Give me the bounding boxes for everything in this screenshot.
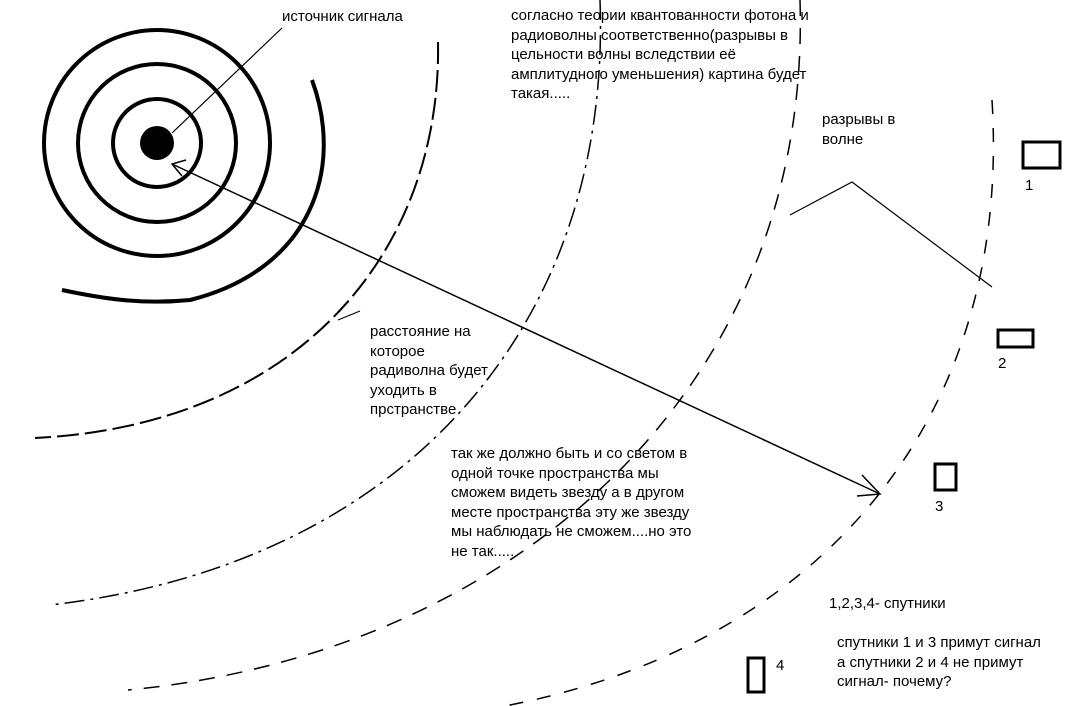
wave-arc-spiral bbox=[61, 79, 326, 304]
satellite-3-icon bbox=[933, 462, 958, 492]
wave-arc-dashed-1 bbox=[34, 41, 440, 439]
satellite-2-icon bbox=[996, 328, 1035, 349]
gap-pointer-lines bbox=[789, 181, 993, 288]
wave-ring-2 bbox=[76, 62, 238, 224]
wave-ring-3 bbox=[42, 28, 272, 258]
theory-note: согласно теории квантованности фотона и … bbox=[511, 7, 809, 102]
satellite-4-icon bbox=[746, 656, 766, 694]
satellites-legend: 1,2,3,4- спутники bbox=[829, 595, 946, 612]
distance-pointer-line bbox=[337, 310, 361, 321]
satellite-1-icon bbox=[1021, 140, 1062, 170]
distance-label: расстояние на которое радиволна будет ух… bbox=[370, 323, 488, 418]
wave-arc-dashed-2 bbox=[49, 0, 602, 606]
source-label: источник сигнала bbox=[282, 8, 403, 25]
satellite-2-label: 2 bbox=[998, 355, 1007, 372]
question-note: спутники 1 и 3 примут сигнал а спутники … bbox=[837, 634, 1041, 690]
gaps-label: разрывы в волне bbox=[822, 111, 896, 148]
light-note: так же должно быть и со светом в одной т… bbox=[451, 445, 692, 560]
satellite-3-label: 3 bbox=[935, 498, 944, 515]
arrowhead-end-icon bbox=[856, 474, 882, 497]
arrowhead-start-icon bbox=[170, 159, 187, 177]
satellite-1-label: 1 bbox=[1025, 177, 1034, 194]
distance-arrow bbox=[171, 163, 881, 495]
wave-ring-1 bbox=[111, 97, 203, 189]
satellite-4-label: 4 bbox=[776, 657, 785, 674]
wave-arc-dashed-3 bbox=[127, 0, 801, 691]
signal-source-dot bbox=[140, 126, 174, 160]
source-pointer-line bbox=[171, 27, 283, 134]
wave-arc-dashed-4 bbox=[504, 99, 995, 706]
